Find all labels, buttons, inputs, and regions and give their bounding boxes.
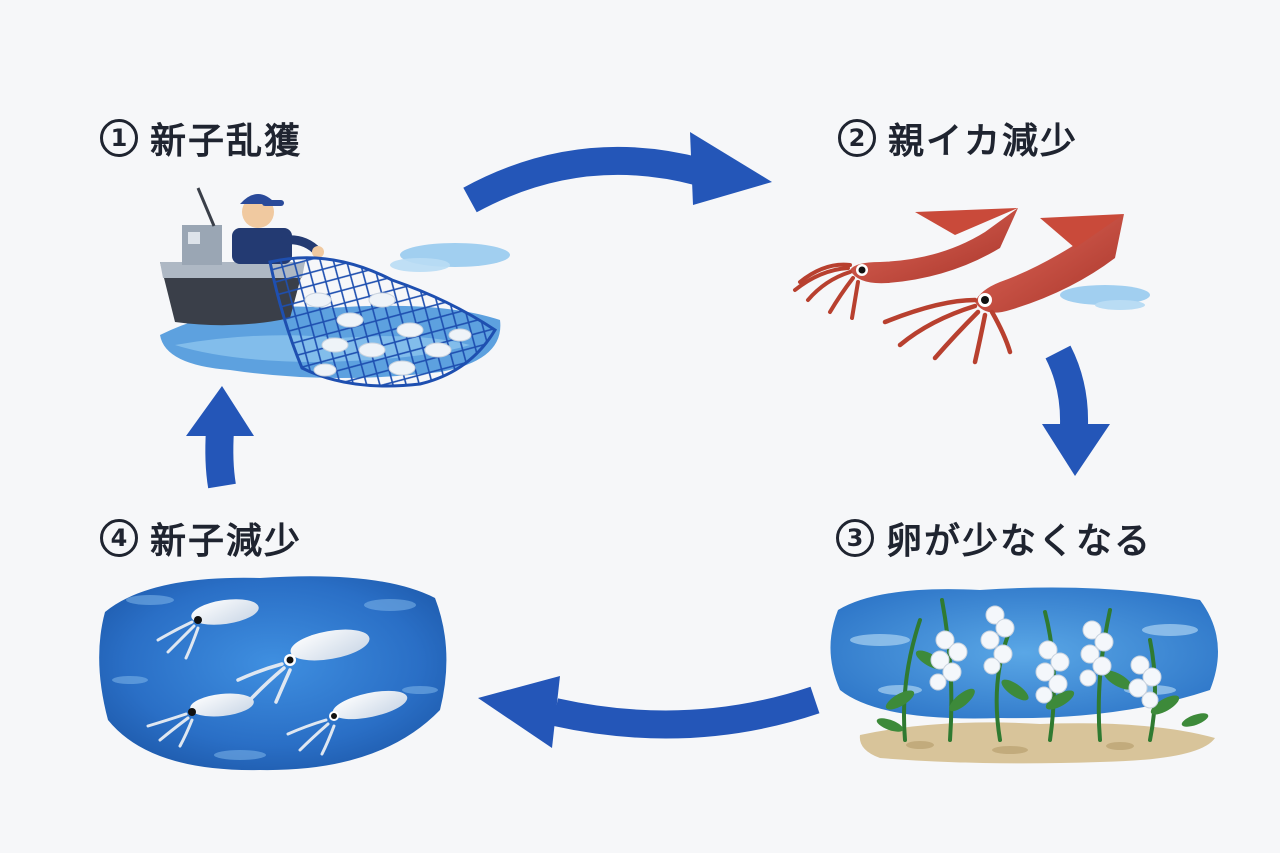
adult-squid-upper [793,208,1018,320]
step-4-number: 4 [100,519,138,557]
step-2-label: 2 親イカ減少 [838,112,1078,164]
step-4-label: 4 新子減少 [100,512,302,564]
arrow-2-to-3 [1042,345,1110,476]
step-4-text: 新子減少 [150,521,303,562]
step-1-text: 新子乱獲 [150,121,303,162]
arrow-3-to-4 [478,676,820,748]
step-1-label: 1 新子乱獲 [100,112,302,164]
adult-squid-lower [882,214,1124,365]
step-3-number: 3 [836,519,874,557]
scene-juvenile-squid [99,576,447,771]
step-2-number: 2 [838,119,876,157]
arrow-1-to-2 [463,132,772,213]
arrow-4-to-1 [186,386,254,489]
step-1-number: 1 [100,119,138,157]
scene-adult-squid [793,208,1150,365]
step-2-text: 親イカ減少 [888,121,1079,162]
step-3-text: 卵が少なくなる [886,521,1153,562]
cycle-arrows [186,132,1110,748]
juvenile-squid [146,599,408,756]
scene-fishing-boat [160,187,510,388]
scene-egg-clusters [830,587,1218,764]
step-3-label: 3 卵が少なくなる [836,512,1152,564]
